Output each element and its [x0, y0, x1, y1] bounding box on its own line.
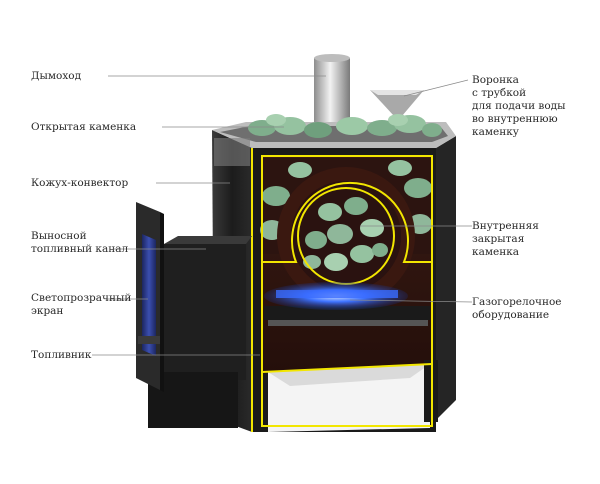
leader-lines — [92, 75, 473, 356]
label-inner-closed-chamber: Внутренняя закрытая каменка — [472, 220, 539, 258]
label-transparent-screen: Светопрозрачный экран — [31, 292, 132, 317]
label-water-funnel: Воронка с трубкой для подачи воды во вну… — [472, 74, 566, 138]
label-chimney: Дымоход — [31, 70, 82, 82]
label-remote-fuel-channel: Выносной топливный канал — [31, 230, 129, 255]
remote-fuel-channel — [148, 236, 252, 428]
inner-closed-stone-chamber — [277, 167, 415, 305]
fire-door — [136, 202, 164, 392]
open-stone-heater — [248, 114, 442, 138]
label-gas-burner: Газогорелочное оборудование — [472, 296, 562, 321]
label-convector-casing: Кожух-конвектор — [31, 177, 129, 189]
gas-burner — [264, 282, 430, 326]
cutaway-outline — [251, 148, 433, 432]
label-open-stone-heater: Открытая каменка — [31, 121, 137, 133]
label-firebox: Топливник — [31, 349, 92, 361]
